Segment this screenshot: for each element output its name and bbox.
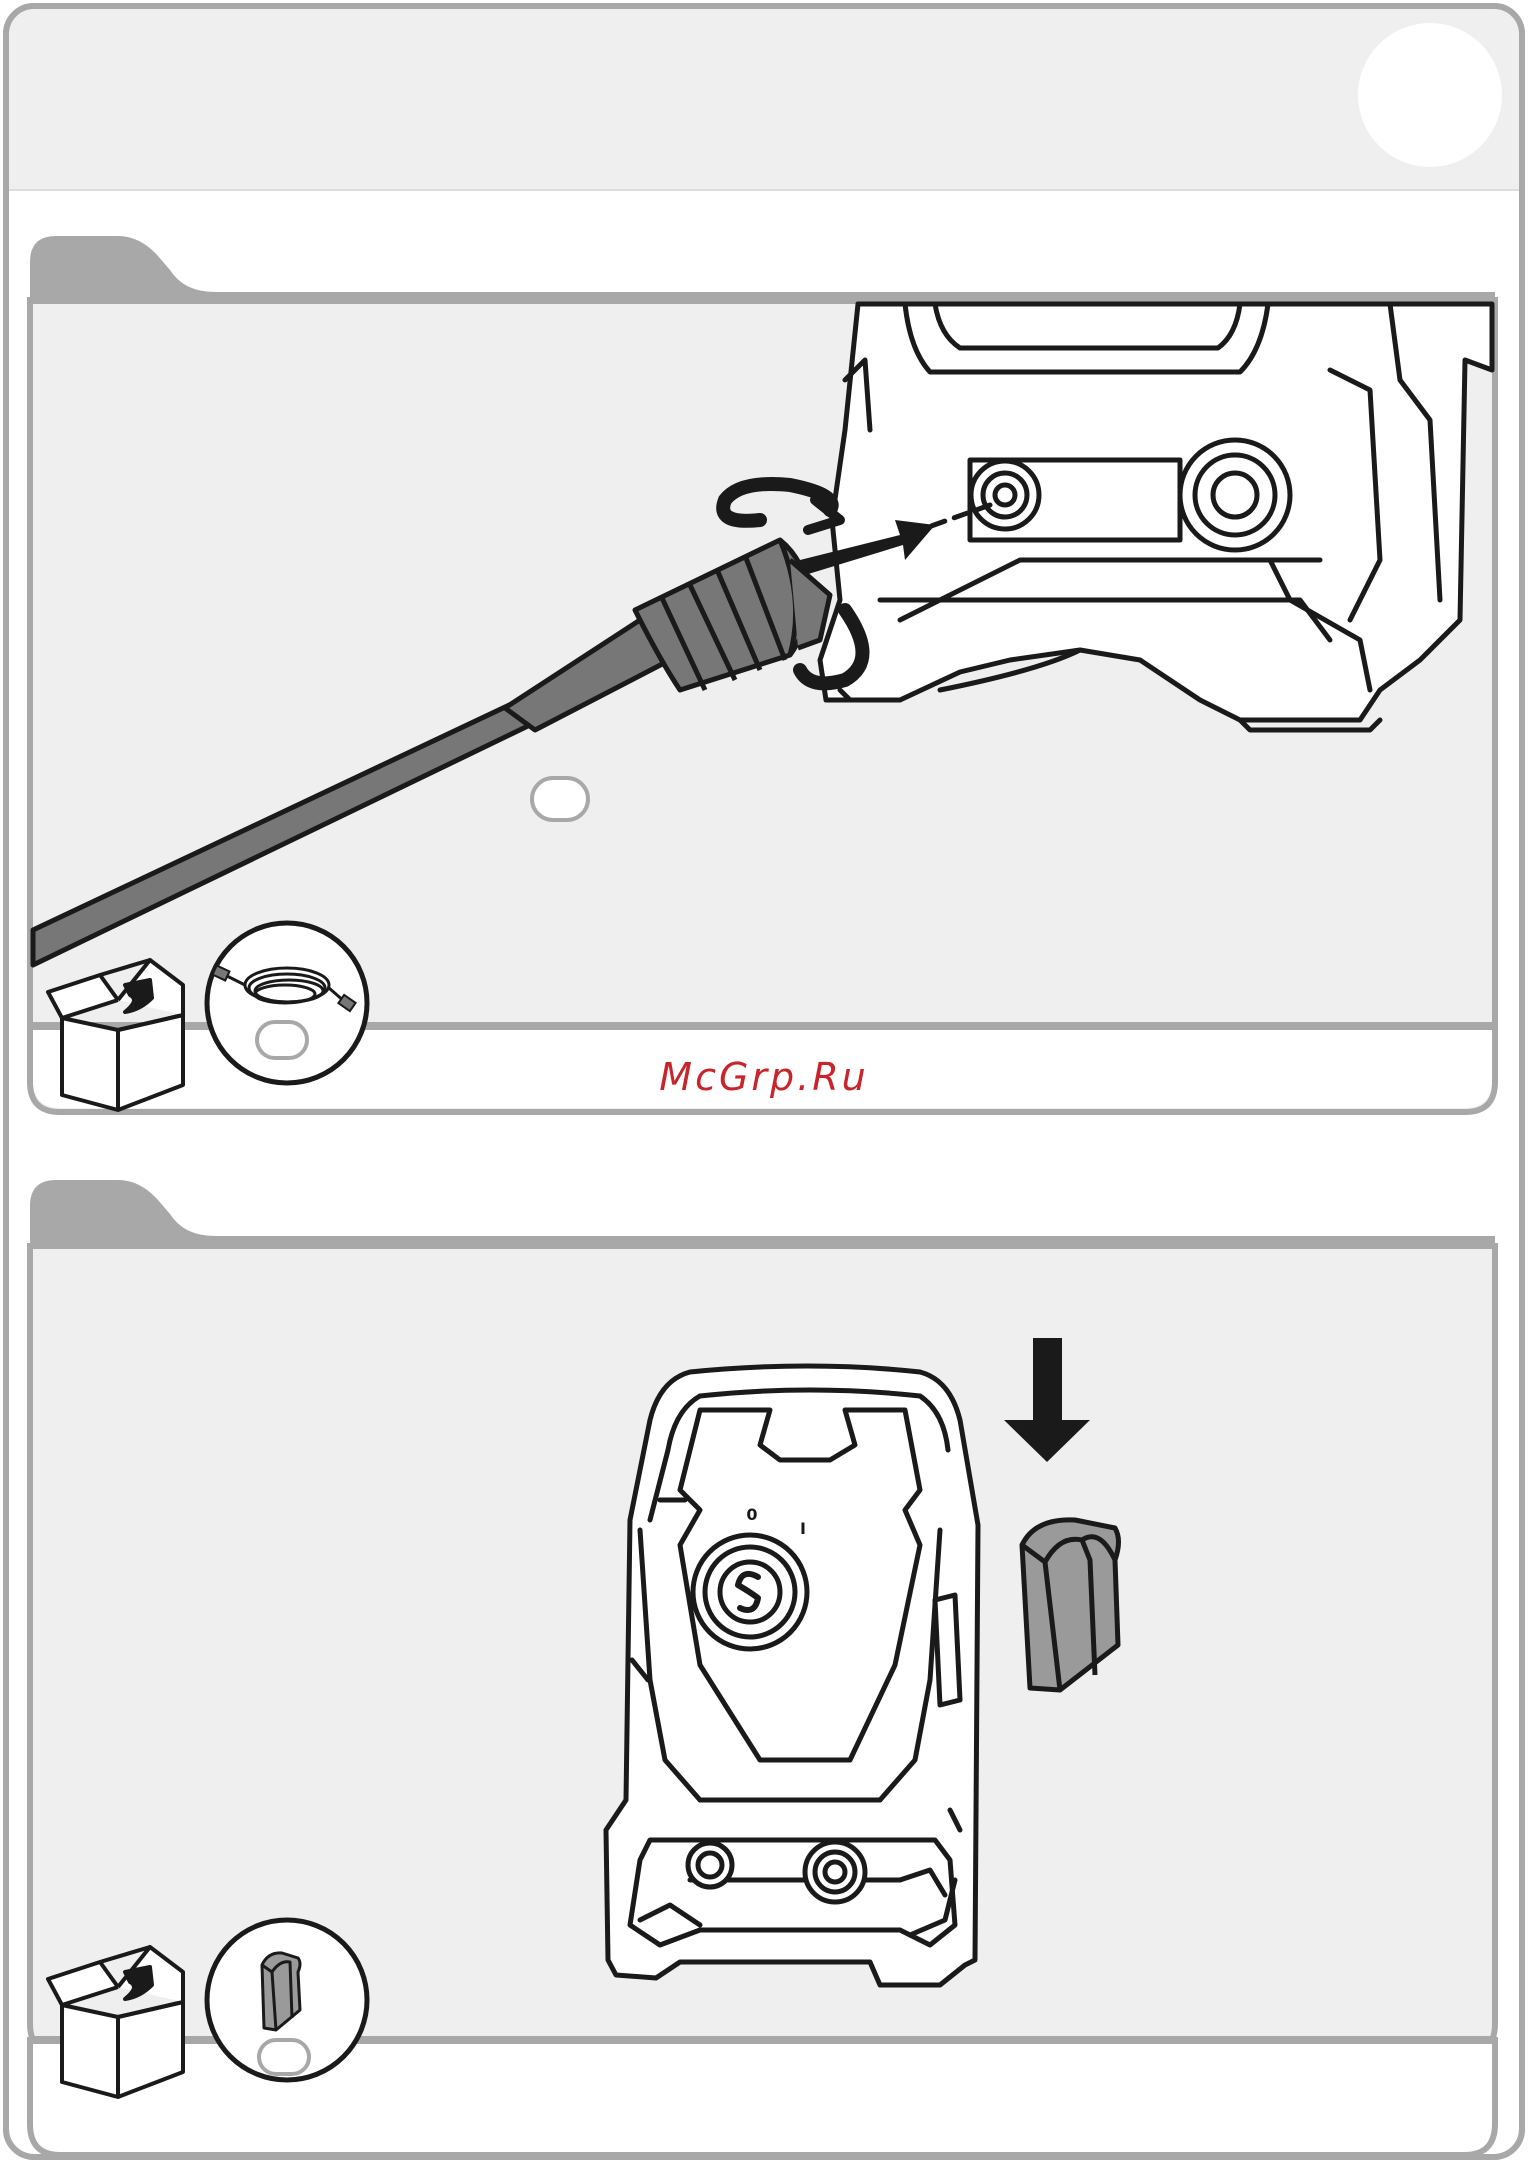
nozzle-holder-clip-icon: [207, 1920, 367, 2080]
high-pressure-hose-connection-illustration: [820, 304, 1492, 730]
step-2-panel: 0 I: [30, 1180, 1495, 2155]
switch-label-off: 0: [746, 1505, 757, 1524]
step-1-panel: [30, 236, 1495, 1112]
pressure-washer-front-illustration: [606, 1366, 978, 1985]
switch-label-on: I: [800, 1519, 806, 1538]
watermark-text: McGrp.Ru: [0, 1055, 1528, 1099]
empty-callout-oval-icon: [532, 778, 588, 820]
page-number-circle-icon: [1358, 23, 1502, 167]
